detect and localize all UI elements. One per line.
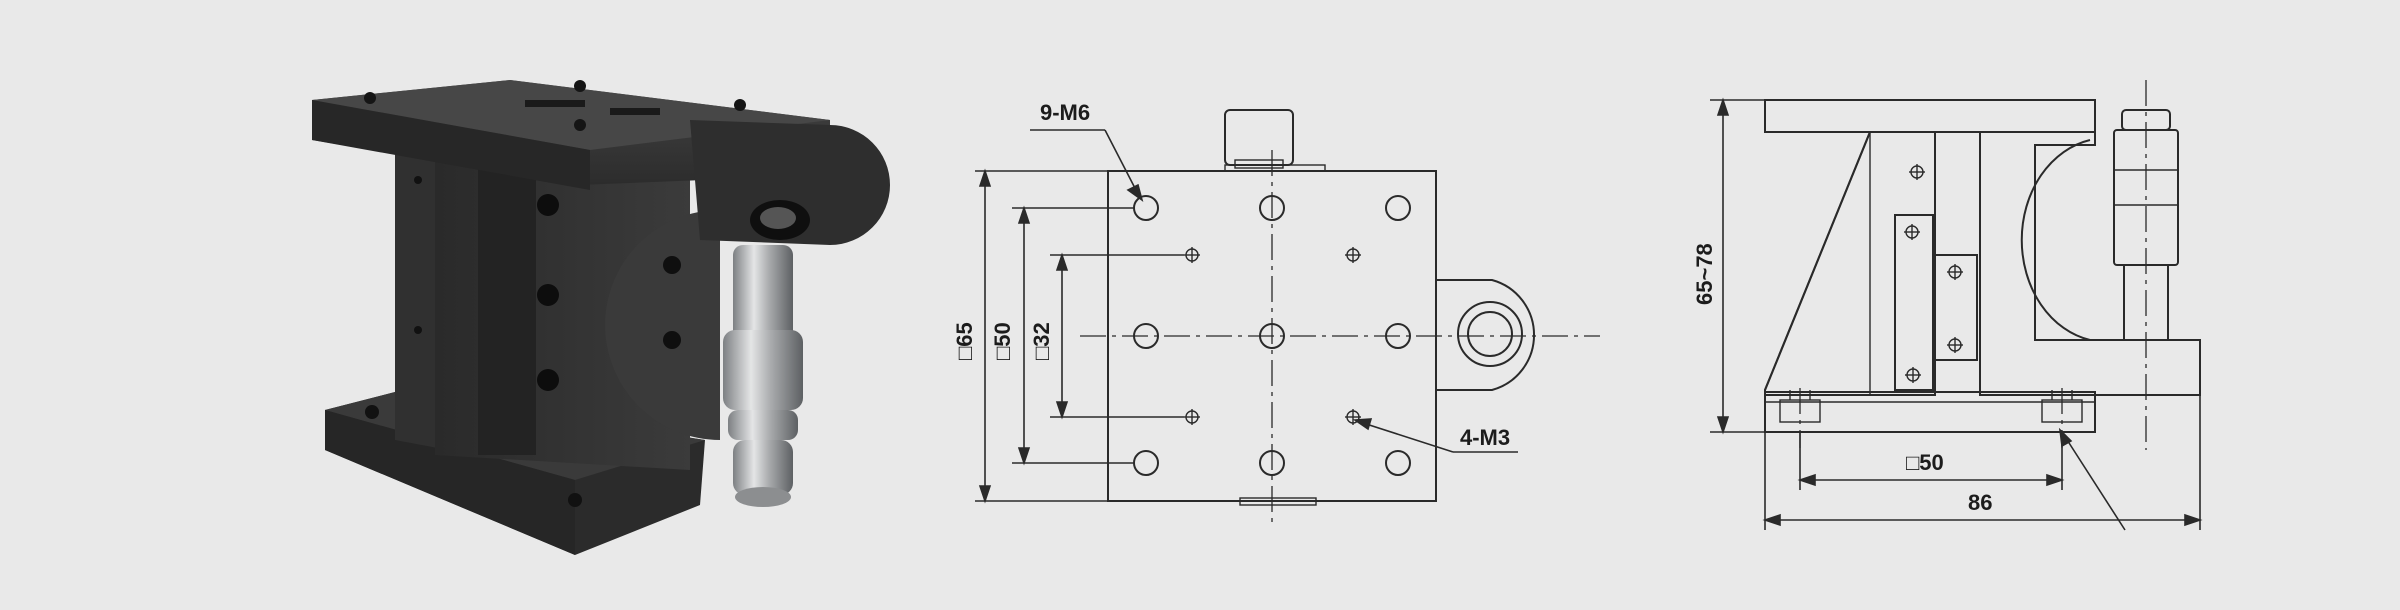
side-view-base bbox=[1764, 391, 2096, 433]
m6-hole-grid bbox=[1133, 195, 1411, 476]
label-4-m3: 4-M3 bbox=[1460, 425, 1510, 450]
render-semicircle-guide bbox=[605, 210, 720, 440]
label-dim-base-50: □50 bbox=[1906, 450, 1944, 475]
side-view-semicircle bbox=[2020, 139, 2091, 341]
side-view-drawing: 65~78 □50 86 bbox=[1692, 80, 2203, 531]
label-dim-range: 65~78 bbox=[1692, 243, 1717, 305]
product-render bbox=[312, 80, 890, 555]
label-dim-32: □32 bbox=[1029, 322, 1054, 360]
m3-hole-grid bbox=[1184, 247, 1361, 425]
top-view-drawing: 9-M6 4-M3 □65 □50 □32 bbox=[952, 100, 1600, 528]
top-view-micrometer-head bbox=[1224, 109, 1294, 166]
label-dim-86: 86 bbox=[1968, 490, 1992, 515]
label-9-m6: 9-M6 bbox=[1040, 100, 1090, 125]
side-view-top-table bbox=[1764, 99, 2096, 133]
label-dim-65: □65 bbox=[952, 322, 977, 360]
label-dim-50: □50 bbox=[990, 322, 1015, 360]
render-micrometer bbox=[723, 245, 803, 507]
